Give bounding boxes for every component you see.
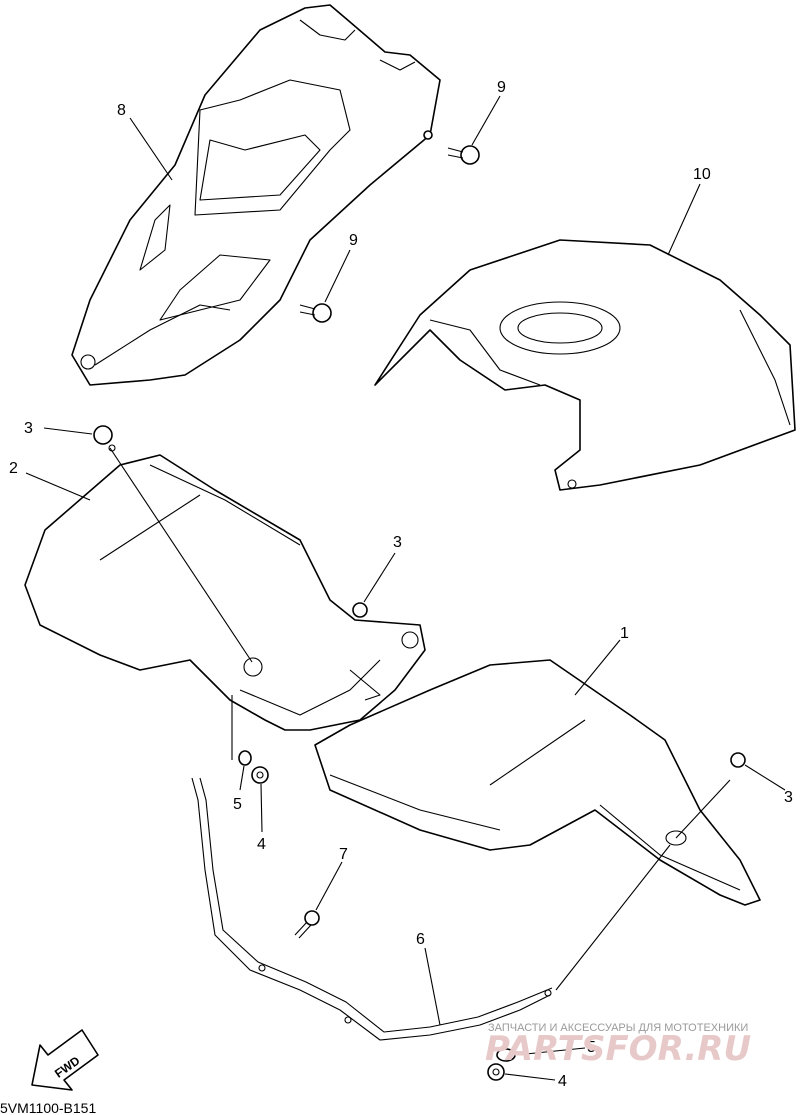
leader-10 [667, 183, 701, 256]
callout-1: 1 [620, 625, 629, 642]
front-cover-part [71, 4, 441, 386]
callout-3-upper: 3 [24, 420, 33, 437]
callout-4-lower: 4 [558, 1073, 567, 1090]
callout-5-lower: 5 [587, 1039, 596, 1056]
tank-cover-part [374, 239, 796, 491]
nut-4-lower-icon [487, 1063, 505, 1081]
leader-lines [25, 95, 786, 1081]
leader-4-lower [504, 1073, 556, 1081]
right-side-cover-part [314, 659, 761, 906]
leader-5-lower [515, 1047, 586, 1056]
leader-3-upper [43, 427, 93, 435]
callout-3-middle: 3 [393, 534, 402, 551]
callout-4-upper: 4 [257, 836, 266, 853]
nut-4-upper-icon [251, 766, 269, 784]
leader-8 [129, 117, 173, 181]
callout-3-right: 3 [784, 789, 793, 806]
washer-5-upper-icon [238, 750, 252, 766]
screw-9-lower-icon [299, 303, 332, 323]
callout-2: 2 [9, 460, 18, 477]
washer-5-lower-icon [496, 1048, 516, 1062]
leader-2 [25, 472, 91, 501]
drawing-code: 5VM1100-B151 [0, 1100, 96, 1115]
stay-bracket-part [191, 777, 553, 1041]
callout-8: 8 [117, 102, 126, 119]
leader-3-upper-long [109, 447, 253, 663]
leader-3-middle [363, 552, 396, 603]
bolt-3-right-icon [730, 752, 746, 768]
leader-1 [574, 639, 621, 696]
watermark-logo: PARTSFOR.RU [485, 1029, 751, 1069]
leader-3-right-long [675, 779, 731, 839]
leader-3-right [744, 764, 786, 791]
leader-to-stay [555, 844, 671, 991]
leader-4-upper [260, 783, 263, 833]
callout-7: 7 [339, 846, 348, 863]
screw-7-icon [294, 910, 320, 939]
leader-9-lower [324, 249, 351, 303]
callout-9-upper: 9 [497, 79, 506, 96]
bolt-3-upper-icon [93, 425, 116, 452]
callout-9-lower: 9 [349, 232, 358, 249]
leader-6 [424, 947, 441, 1026]
bolt-3-middle-icon [352, 602, 368, 618]
left-side-cover-part [24, 454, 426, 731]
callout-10: 10 [693, 166, 711, 183]
callout-5-upper: 5 [233, 796, 242, 813]
leader-5-upper [239, 765, 245, 791]
leader-7 [315, 861, 343, 911]
callout-6: 6 [416, 931, 425, 948]
fwd-arrow-icon: FWD [31, 1029, 99, 1091]
leader-9-upper [471, 95, 501, 146]
watermark-caption: ЗАПЧАСТИ И АКСЕССУАРЫ ДЛЯ МОТОТЕХНИКИ [488, 1022, 748, 1034]
screw-9-upper-icon [423, 130, 480, 165]
